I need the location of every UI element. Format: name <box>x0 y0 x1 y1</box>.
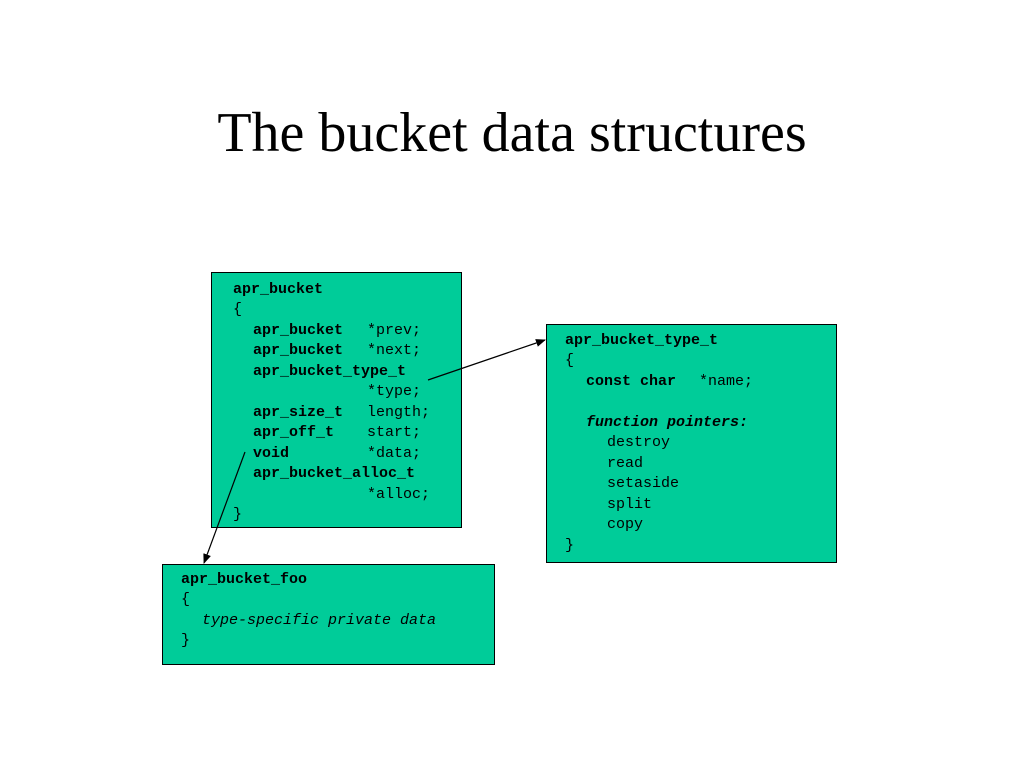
apr-bucket-foo-close-brace: } <box>181 632 191 649</box>
field-next-member: *next; <box>367 342 422 359</box>
apr-bucket-close-brace: } <box>233 506 243 523</box>
apr-bucket-type-struct-name: apr_bucket_type_t <box>565 332 719 349</box>
field-start-member: start; <box>367 424 422 441</box>
apr-bucket-type-close-brace: } <box>565 537 575 554</box>
private-data-text: type-specific private data <box>202 612 437 629</box>
apr-bucket-type-struct-box: apr_bucket_type_t { const char *name; fu… <box>546 324 837 563</box>
function-pointers-label: function pointers: <box>586 414 749 431</box>
apr-bucket-open-brace: { <box>233 301 243 318</box>
data-pointer-arrow <box>203 451 246 564</box>
field-alloc-member: *alloc; <box>367 486 431 503</box>
type-pointer-arrow <box>427 339 546 381</box>
apr-bucket-struct-box: apr_bucket { apr_bucket *prev; apr_bucke… <box>211 272 462 528</box>
apr-bucket-foo-open-brace: { <box>181 591 191 608</box>
apr-bucket-struct-name: apr_bucket <box>233 281 324 298</box>
apr-bucket-type-open-brace: { <box>565 352 575 369</box>
field-length-type: apr_size_t <box>253 404 344 421</box>
apr-bucket-foo-struct-box: apr_bucket_foo { type-specific private d… <box>162 564 495 665</box>
function-read: read <box>607 455 644 472</box>
const-char-keyword: const char <box>586 373 677 390</box>
field-type-member: *type; <box>367 383 422 400</box>
function-split: split <box>607 496 653 513</box>
function-copy: copy <box>607 516 644 533</box>
field-type-type: apr_bucket_type_t <box>253 363 407 380</box>
field-data-type: void <box>253 445 290 462</box>
field-data-member: *data; <box>367 445 422 462</box>
field-next-type: apr_bucket <box>253 342 344 359</box>
apr-bucket-foo-struct-name: apr_bucket_foo <box>181 571 308 588</box>
name-member: *name; <box>699 373 754 390</box>
field-prev-member: *prev; <box>367 322 422 339</box>
function-destroy: destroy <box>607 434 671 451</box>
slide-title: The bucket data structures <box>217 102 807 164</box>
function-setaside: setaside <box>607 475 680 492</box>
field-length-member: length; <box>367 404 431 421</box>
field-start-type: apr_off_t <box>253 424 335 441</box>
field-prev-type: apr_bucket <box>253 322 344 339</box>
field-alloc-type: apr_bucket_alloc_t <box>253 465 416 482</box>
